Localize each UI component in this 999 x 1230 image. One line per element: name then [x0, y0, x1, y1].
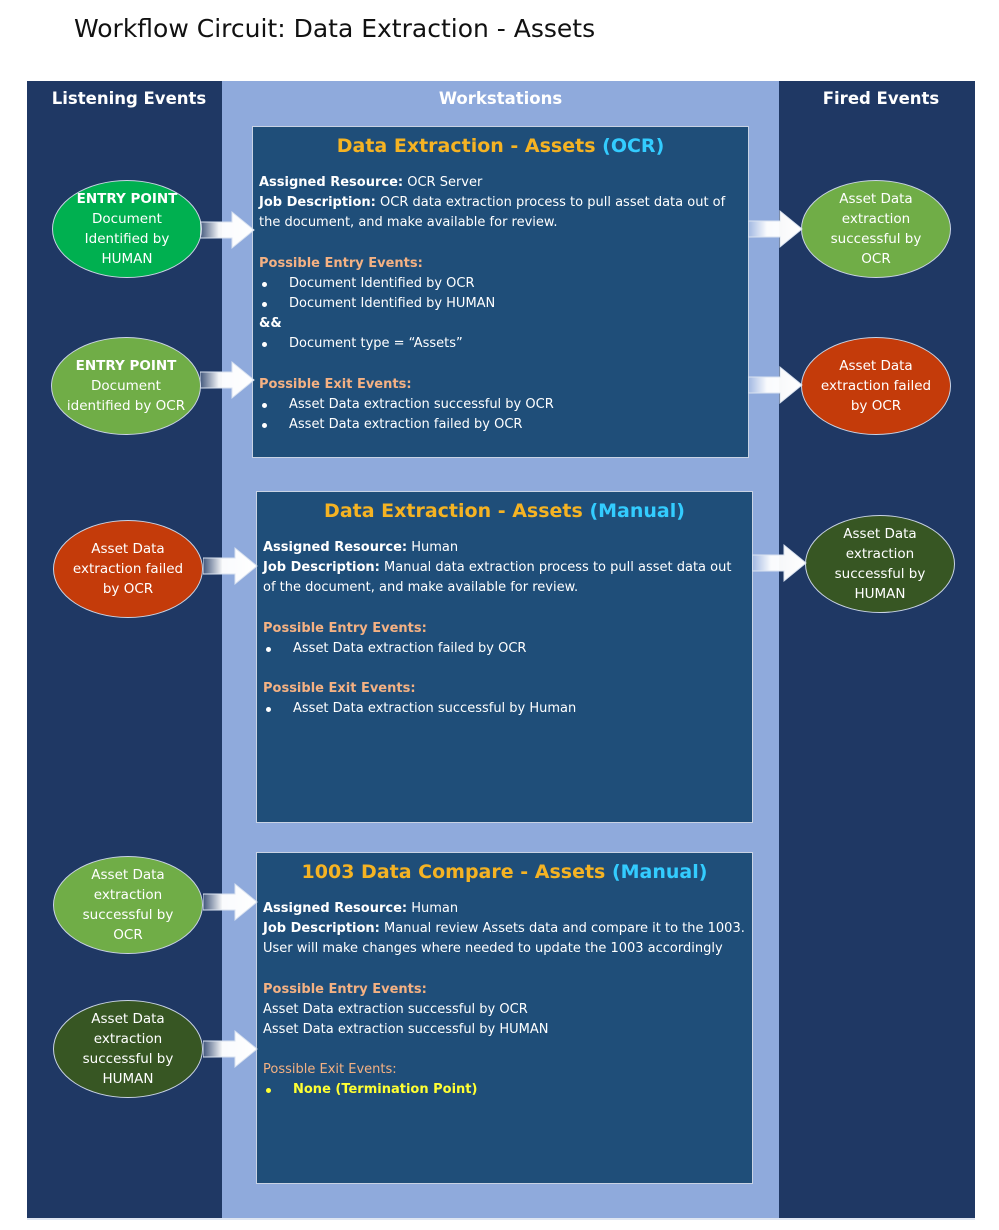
exit-event: None (Termination Point) [263, 1080, 746, 1100]
listening-event-oval: Asset Data extraction successful by HUMA… [53, 1000, 203, 1098]
entry-event: Asset Data extraction successful by OCR [263, 1001, 528, 1017]
listening-event-oval: ENTRY POINT Document identified by OCR [51, 337, 201, 435]
workstation-title: Data Extraction - Assets (Manual) [257, 500, 752, 522]
entry-events-heading: Possible Entry Events: [259, 255, 423, 271]
job-description: Job Description: Manual review Assets da… [263, 921, 745, 957]
entry-event: Asset Data extraction failed by OCR [263, 639, 746, 659]
workstations-header: Workstations [438, 89, 563, 108]
listening-event-oval: Asset Data extraction successful by OCR [53, 856, 203, 954]
flow-arrow [748, 365, 803, 405]
workstation-manual: Data Extraction - Assets (Manual) Assign… [256, 491, 753, 823]
fired-event-oval: Asset Data extraction failed by OCR [801, 337, 951, 435]
workstation-title-tag: (Manual) [589, 500, 685, 522]
workstation-title-main: 1003 Data Compare - Assets [301, 861, 606, 883]
entry-event: Document Identified by OCR [259, 274, 742, 294]
frame-bottom-edge [27, 1218, 975, 1220]
job-description: Job Description: Manual data extraction … [263, 560, 732, 596]
workstation-ocr: Data Extraction - Assets (OCR) Assigned … [252, 126, 749, 458]
workstation-title: 1003 Data Compare - Assets (Manual) [257, 861, 752, 883]
flow-arrow [200, 210, 255, 250]
and-operator: && [259, 316, 282, 332]
workstation-title-main: Data Extraction - Assets [324, 500, 583, 522]
exit-event: Asset Data extraction successful by OCR [259, 395, 742, 415]
entry-events-heading: Possible Entry Events: [263, 981, 427, 997]
entry-event: Document Identified by HUMAN [259, 294, 742, 314]
flow-arrow [203, 882, 258, 922]
fired-header: Fired Events [822, 89, 940, 108]
job-description: Job Description: OCR data extraction pro… [259, 195, 726, 231]
entry-event: Asset Data extraction successful by HUMA… [263, 1022, 549, 1038]
workstation-title-tag: (OCR) [602, 135, 665, 157]
entry-event: Document type = “Assets” [259, 334, 742, 354]
workstation-title-tag: (Manual) [611, 861, 708, 883]
fired-event-oval: Asset Data extraction successful by HUMA… [805, 515, 955, 613]
assigned-resource: Assigned Resource: Human [263, 901, 459, 916]
flow-arrow [203, 546, 258, 586]
listening-header: Listening Events [51, 89, 207, 108]
workstation-title-main: Data Extraction - Assets [336, 135, 596, 157]
exit-events-heading: Possible Exit Events: [263, 681, 416, 697]
listening-event-oval: ENTRY POINT Document Identified by HUMAN [52, 180, 202, 278]
flow-arrow [748, 209, 803, 249]
workstation-title: Data Extraction - Assets (OCR) [253, 135, 748, 157]
listening-event-oval: Asset Data extraction failed by OCR [53, 520, 203, 618]
flow-arrow [200, 360, 255, 400]
page-title: Workflow Circuit: Data Extraction - Asse… [74, 14, 596, 43]
assigned-resource: Assigned Resource: Human [263, 540, 459, 555]
flow-arrow [203, 1029, 258, 1069]
entry-events-heading: Possible Entry Events: [263, 620, 427, 636]
exit-event: Asset Data extraction failed by OCR [259, 415, 742, 435]
fired-event-oval: Asset Data extraction successful by OCR [801, 180, 951, 278]
exit-event: Asset Data extraction successful by Huma… [263, 699, 746, 719]
exit-events-heading: Possible Exit Events: [263, 1062, 397, 1078]
workstation-compare: 1003 Data Compare - Assets (Manual) Assi… [256, 852, 753, 1184]
flow-arrow [752, 543, 807, 583]
exit-events-heading: Possible Exit Events: [259, 376, 412, 392]
assigned-resource: Assigned Resource: OCR Server [259, 175, 483, 190]
